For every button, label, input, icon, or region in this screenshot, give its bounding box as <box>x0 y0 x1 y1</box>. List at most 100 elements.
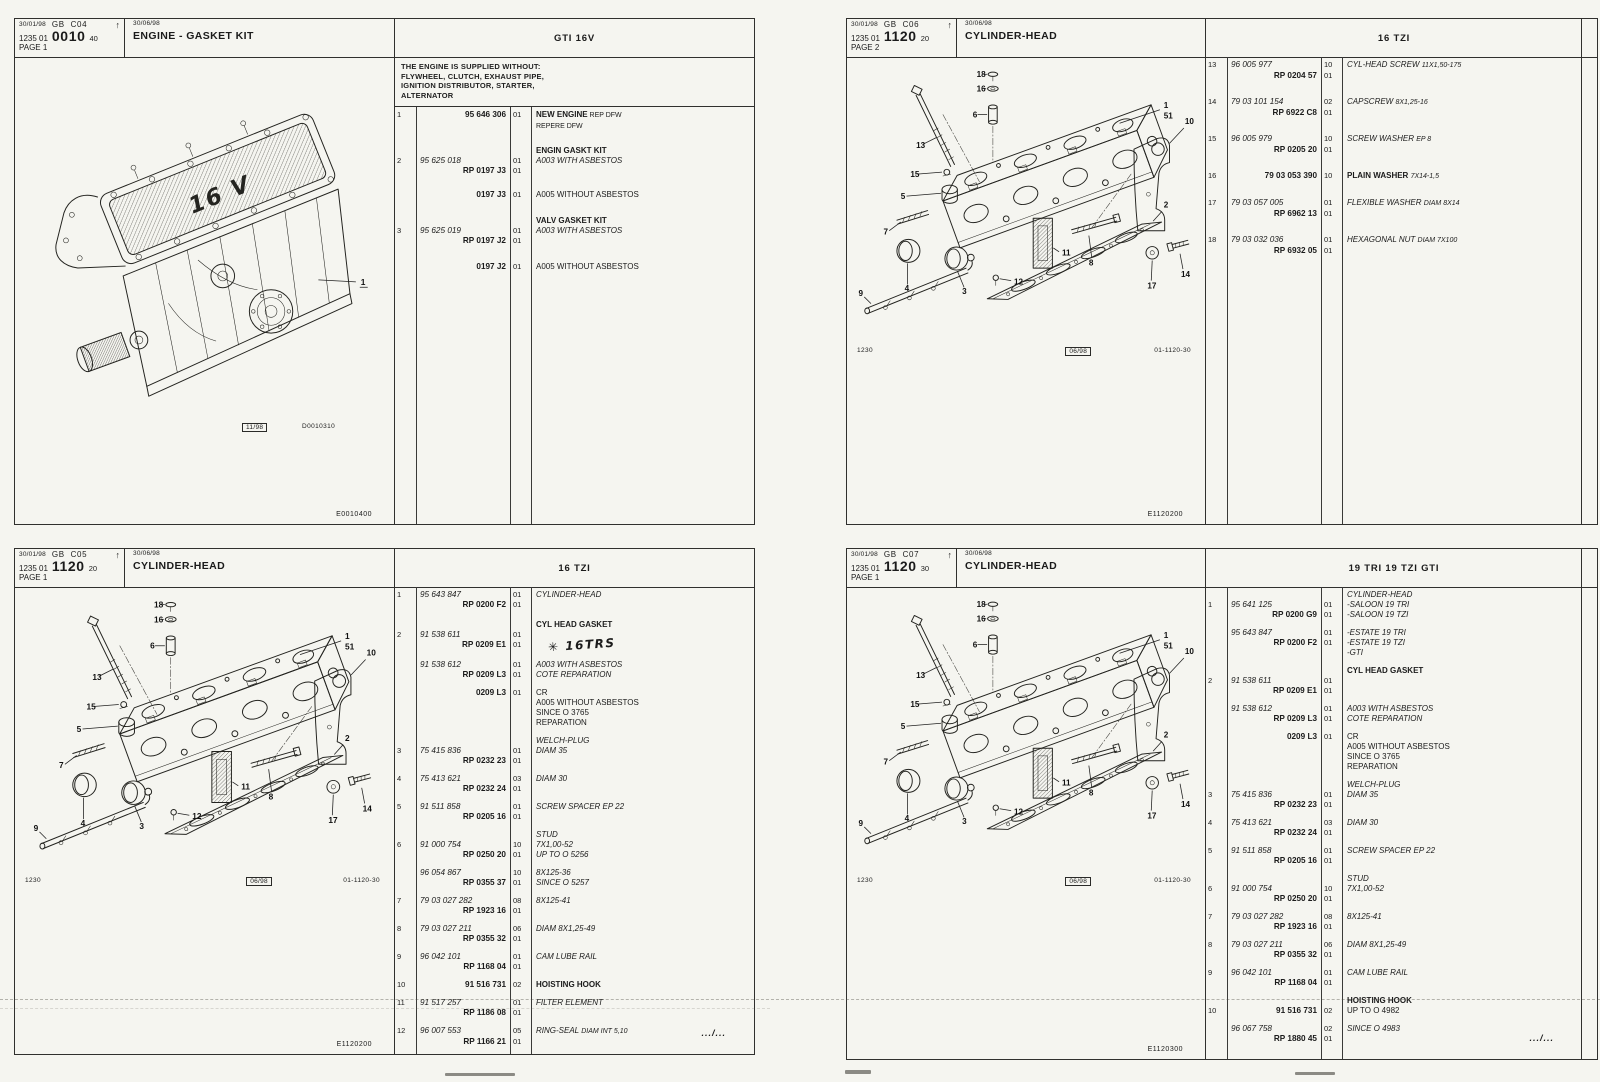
bolt-14 <box>1166 769 1190 782</box>
description <box>1342 246 1582 256</box>
callout-number-13: 13 <box>916 671 926 680</box>
description: -GTI <box>1342 648 1582 658</box>
callout-number-17: 17 <box>1147 281 1157 290</box>
part-number: RP 0250 20 <box>1273 894 1317 903</box>
item-ref: 1 <box>1208 600 1213 609</box>
item-ref <box>395 878 416 888</box>
part-number <box>1227 996 1321 1006</box>
parts-line: STUD <box>1206 874 1582 884</box>
item-ref <box>1206 732 1227 742</box>
description: CYL HEAD GASKET <box>1342 666 1582 676</box>
column-divider <box>510 587 512 1054</box>
quantity: 01 <box>513 156 522 165</box>
revision-stamp: 11/98 <box>242 423 268 432</box>
callout-number-9: 9 <box>34 823 39 833</box>
description: COTE REPARATION <box>531 670 754 680</box>
part-number: 0209 L3 <box>1286 732 1317 741</box>
screw-spacer <box>118 717 135 737</box>
item-ref <box>395 216 416 226</box>
screw-spacer <box>941 714 958 734</box>
hoisting-bracket <box>1133 137 1170 232</box>
description: SINCE O 5257 <box>531 878 754 888</box>
description-text: 8X125-41 <box>536 896 571 905</box>
part-number <box>416 718 510 728</box>
description <box>1342 108 1582 118</box>
callout-number-3: 3 <box>139 821 144 831</box>
drawing-codes: 1230 06/98 01-1120-30 <box>15 877 394 891</box>
description <box>531 906 754 916</box>
description-text: A005 WITHOUT ASBESTOS <box>536 190 639 199</box>
item-ref <box>1206 714 1227 724</box>
quantity: 02 <box>1324 1006 1333 1015</box>
callout-leader <box>268 769 272 792</box>
column-divider <box>1321 57 1323 524</box>
description: A005 WITHOUT ASBESTOS <box>1342 742 1582 752</box>
item-ref <box>395 600 416 610</box>
item-ref: 13 <box>1208 60 1217 69</box>
washer-stack <box>164 601 177 623</box>
quantity: 08 <box>1324 912 1333 921</box>
quantity: 01 <box>1324 198 1333 207</box>
item-ref: 5 <box>1208 846 1213 855</box>
description: VALV GASKET KIT <box>531 216 754 226</box>
header-title-box: 30/06/98 ENGINE - GASKET KIT <box>125 19 395 57</box>
description-text: FLEXIBLE WASHER <box>1347 198 1424 207</box>
callout-number-9: 9 <box>859 819 864 828</box>
group-number: 1120 <box>883 558 917 574</box>
description-text: UP TO O 5256 <box>536 850 589 859</box>
part-number <box>1227 666 1321 676</box>
description: WELCH-PLUG <box>1342 780 1582 790</box>
drawing-ref: 1230 <box>857 877 874 884</box>
quantity <box>1321 780 1342 790</box>
callout-number-2: 2 <box>1164 201 1169 210</box>
group-suffix: 20 <box>88 564 98 573</box>
parts-line: CYL HEAD GASKET <box>1206 666 1582 676</box>
description <box>1342 856 1582 866</box>
drawing-number: D0010310 <box>302 423 336 430</box>
part-number: RP 1168 04 <box>463 962 506 971</box>
quantity: 01 <box>513 262 522 271</box>
item-ref <box>1206 246 1227 256</box>
description: DIAM 8X1,25-49 <box>1342 940 1582 950</box>
callout-leader <box>1152 211 1163 222</box>
description-text: 11X1,50-175 <box>1421 62 1462 69</box>
item-ref: 2 <box>397 156 402 165</box>
description-text: DIAM 30 <box>536 774 568 783</box>
callout-number-15: 15 <box>910 700 920 709</box>
quantity <box>510 718 531 728</box>
page-title: CYLINDER-HEAD <box>965 30 1058 42</box>
item-ref: 11 <box>397 998 405 1007</box>
description: A005 WITHOUT ASBESTOS <box>531 698 754 708</box>
part-number: 91 538 611 <box>420 630 461 639</box>
callout-leader <box>1179 253 1184 270</box>
callout-leader <box>906 722 942 727</box>
group-number: 0010 <box>51 28 86 44</box>
revision-date: 30/06/98 <box>965 20 992 27</box>
callout-number-10: 10 <box>1185 647 1195 656</box>
part-number: RP 0205 20 <box>1273 145 1317 154</box>
description: CYL HEAD GASKET <box>531 620 754 630</box>
description-text: HOISTING HOOK <box>536 980 601 989</box>
description: STUD <box>1342 874 1582 884</box>
column-divider <box>1321 587 1323 1059</box>
callout-leader <box>333 744 344 755</box>
description: DIAM 30 <box>531 774 754 784</box>
item-ref <box>395 121 416 132</box>
description-text: SINCE O 3765 <box>1347 752 1400 761</box>
item-ref <box>1206 894 1227 904</box>
up-arrow-icon: ↑ <box>947 550 953 560</box>
item-ref <box>1206 704 1227 714</box>
quantity: 01 <box>513 226 522 235</box>
drawing-number: 01-1120-30 <box>1154 877 1191 884</box>
description: A005 WITHOUT ASBESTOS <box>531 262 754 272</box>
header-ref-box: 30/01/98 GB C06 ↑ 1235 01 1120 20 PAGE 2 <box>847 19 957 57</box>
callout-number-4: 4 <box>905 284 910 293</box>
